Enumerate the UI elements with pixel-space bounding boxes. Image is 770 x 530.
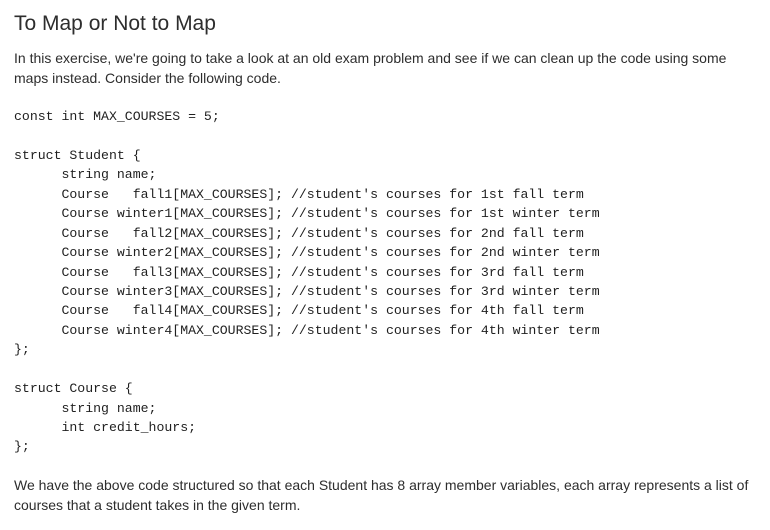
code-line [14, 360, 600, 379]
code-line: }; [14, 342, 30, 358]
code-line: Course winter1[MAX_COURSES]; //student's… [14, 206, 600, 222]
code-line [14, 126, 600, 145]
code-line: }; [14, 439, 30, 455]
code-line: struct Course { [14, 381, 133, 397]
page-title: To Map or Not to Map [14, 12, 216, 35]
code-line: int credit_hours; [14, 420, 197, 435]
code-line: const int MAX_COURSES = 5; [14, 109, 220, 124]
code-line: string name; [14, 400, 157, 416]
intro-paragraph: In this exercise, we're going to take a … [14, 50, 727, 86]
code-line: struct Student { [14, 147, 141, 163]
code-block: const int MAX_COURSES = 5; struct Student… [14, 107, 600, 457]
code-line: string name; [14, 167, 157, 183]
code-line: Course winter4[MAX_COURSES]; //student's… [14, 322, 600, 338]
code-line: Course fall2[MAX_COURSES]; //student's c… [14, 225, 584, 241]
code-line: Course fall1[MAX_COURSES]; //student's c… [14, 186, 584, 202]
code-line: Course winter3[MAX_COURSES]; //student's… [14, 283, 600, 299]
outro-paragraph: We have the above code structured so tha… [14, 477, 749, 513]
code-line: Course fall3[MAX_COURSES]; //student's c… [14, 264, 584, 280]
code-line: Course winter2[MAX_COURSES]; //student's… [14, 245, 600, 261]
code-line: Course fall4[MAX_COURSES]; //student's c… [14, 303, 584, 319]
